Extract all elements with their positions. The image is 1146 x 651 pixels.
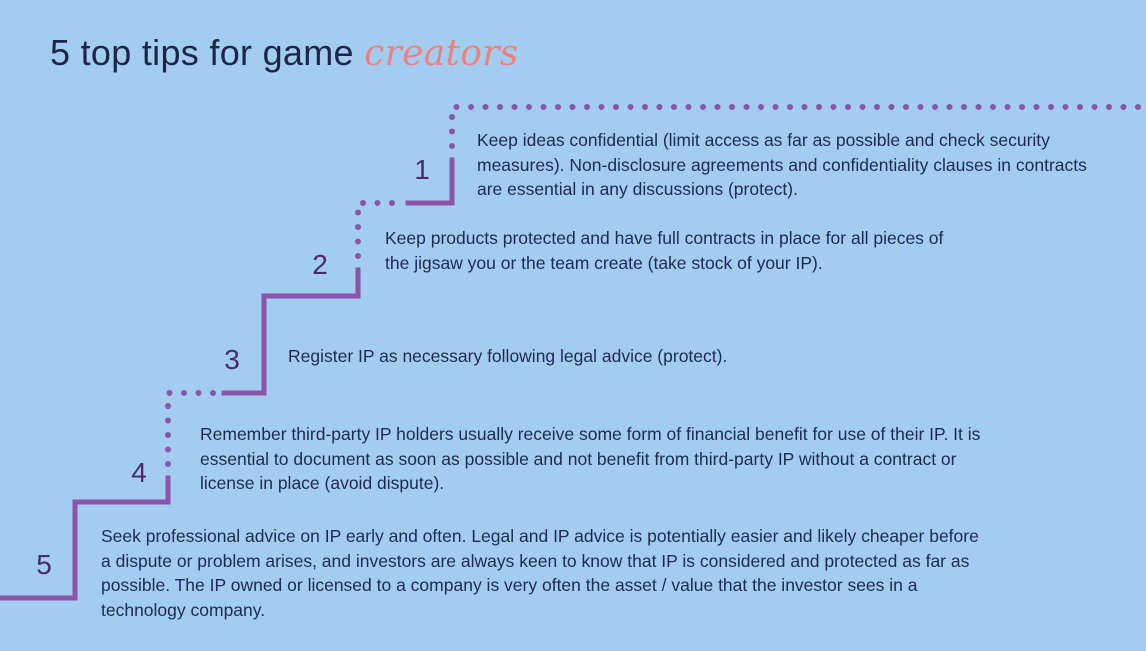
stair-solid-5: [0, 475, 171, 601]
stair-solid-3: [221, 267, 361, 396]
title-accent: creators: [364, 33, 519, 74]
step-number-3: 3: [224, 344, 240, 375]
stair-dots-4: [165, 390, 217, 467]
stair-solid-1: [405, 157, 455, 206]
step-number-2: 2: [312, 249, 328, 280]
step-number-1: 1: [414, 154, 430, 185]
step-number-5: 5: [36, 549, 52, 580]
step-number-4: 4: [131, 457, 147, 488]
step-text-2: Keep products protected and have full co…: [385, 228, 944, 273]
step-text-5: Seek professional advice on IP early and…: [101, 526, 979, 620]
step-text-1: Keep ideas confidential (limit access as…: [477, 130, 1087, 199]
step-text-4: Remember third-party IP holders usually …: [200, 424, 981, 493]
page-title: 5 top tips for game creators: [50, 32, 519, 74]
title-main: 5 top tips for game: [50, 32, 365, 73]
step-text-3: Register IP as necessary following legal…: [288, 346, 728, 366]
stair-dots-top: [449, 104, 1146, 149]
